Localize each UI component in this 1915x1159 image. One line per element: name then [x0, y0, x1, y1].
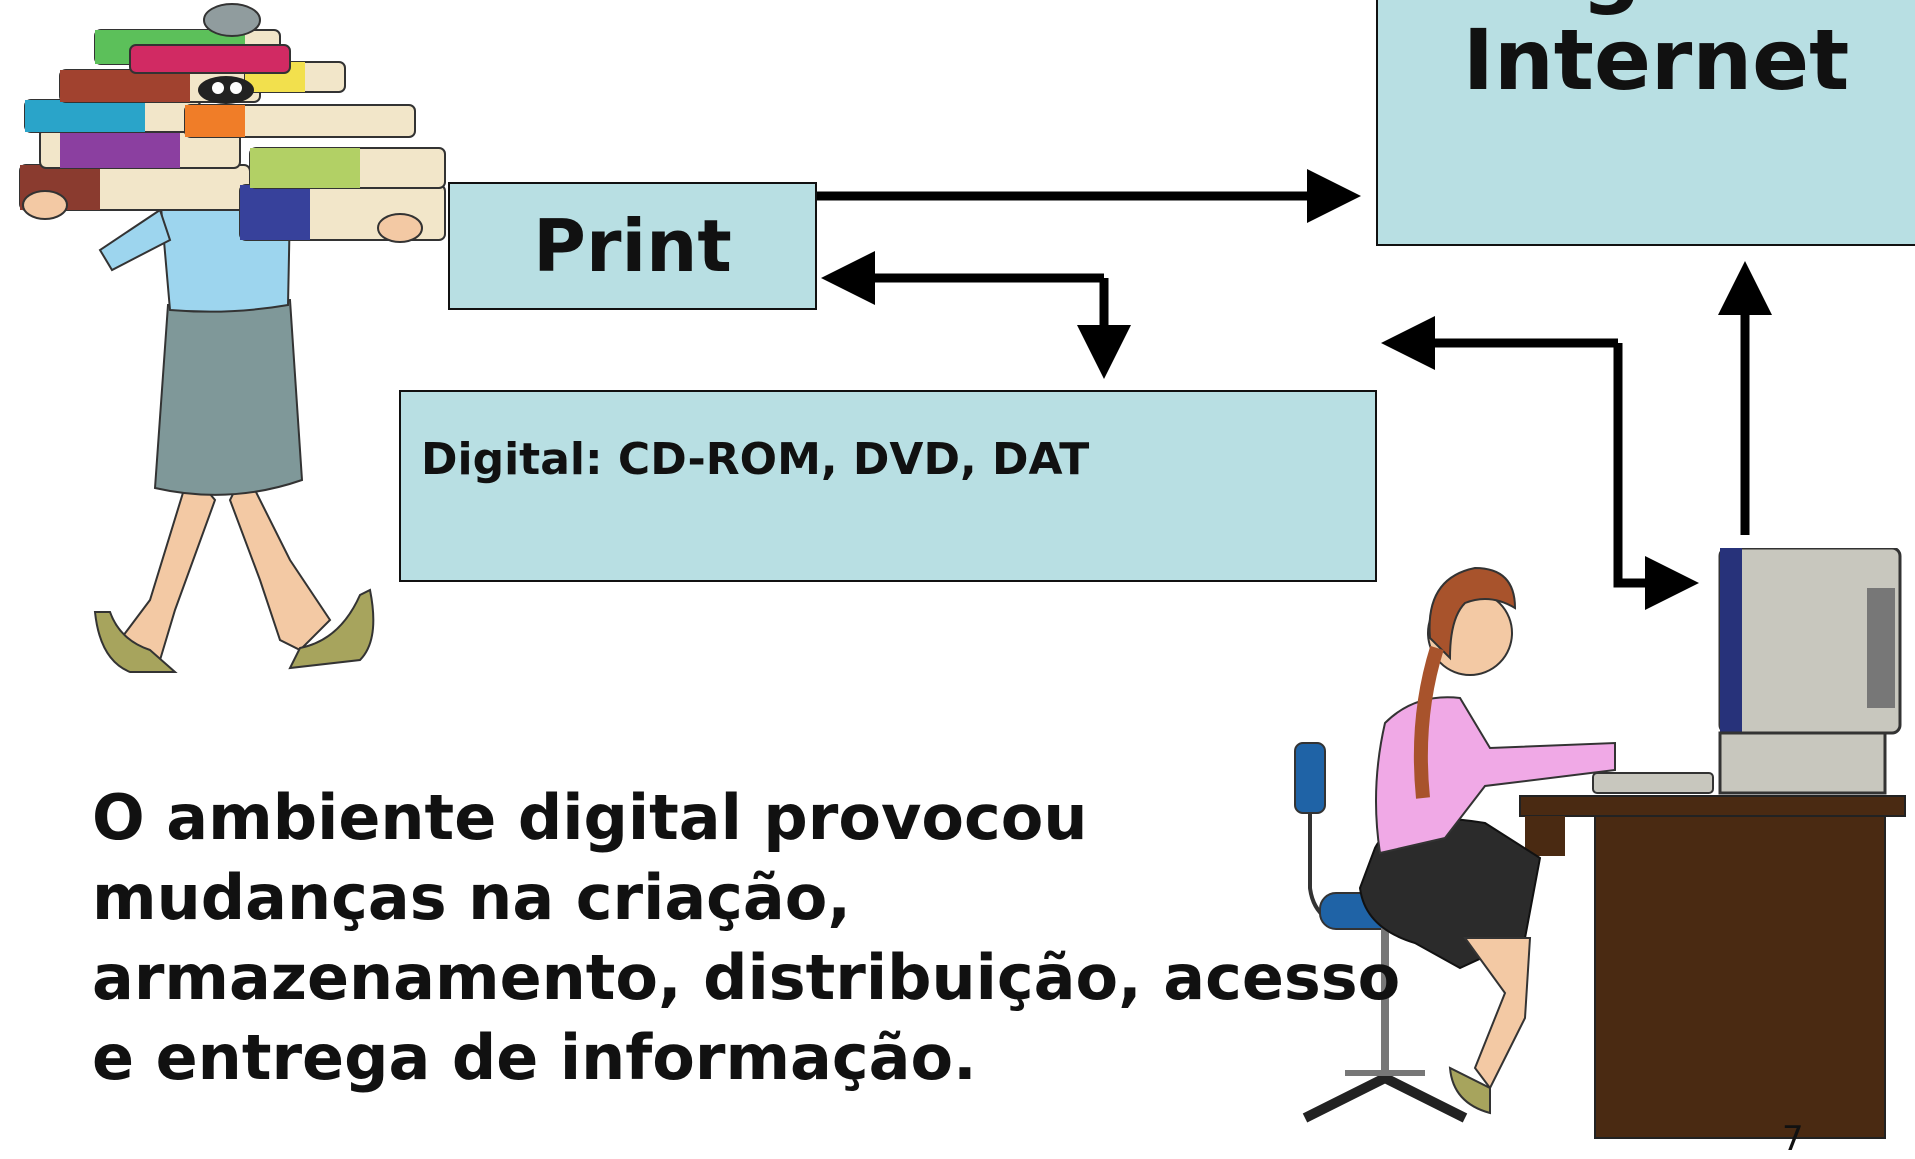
- woman-at-computer-illustration: [1294, 548, 1906, 1139]
- woman-carrying-books-illustration: [19, 3, 446, 673]
- internet-box: Digital: Internet: [1376, 0, 1915, 246]
- page-number: 7: [1782, 1119, 1804, 1159]
- digital-media-box: Digital: CD-ROM, DVD, DAT: [399, 390, 1377, 582]
- internet-box-label: Digital: Internet: [1462, 0, 1850, 109]
- statement-line: armazenamento, distribuição, acesso: [92, 941, 1401, 1014]
- statement-line: e entrega de informação.: [92, 1021, 977, 1094]
- print-box: Print: [448, 182, 817, 310]
- arrow-media-to-computer: [1613, 343, 1699, 610]
- print-box-label: Print: [533, 204, 732, 288]
- statement-line: mudanças na criação,: [92, 861, 851, 934]
- digital-media-box-label: Digital: CD-ROM, DVD, DAT: [421, 434, 1090, 485]
- statement-text: O ambiente digital provocou mudanças na …: [92, 778, 1401, 1098]
- statement-line: O ambiente digital provocou: [92, 781, 1088, 854]
